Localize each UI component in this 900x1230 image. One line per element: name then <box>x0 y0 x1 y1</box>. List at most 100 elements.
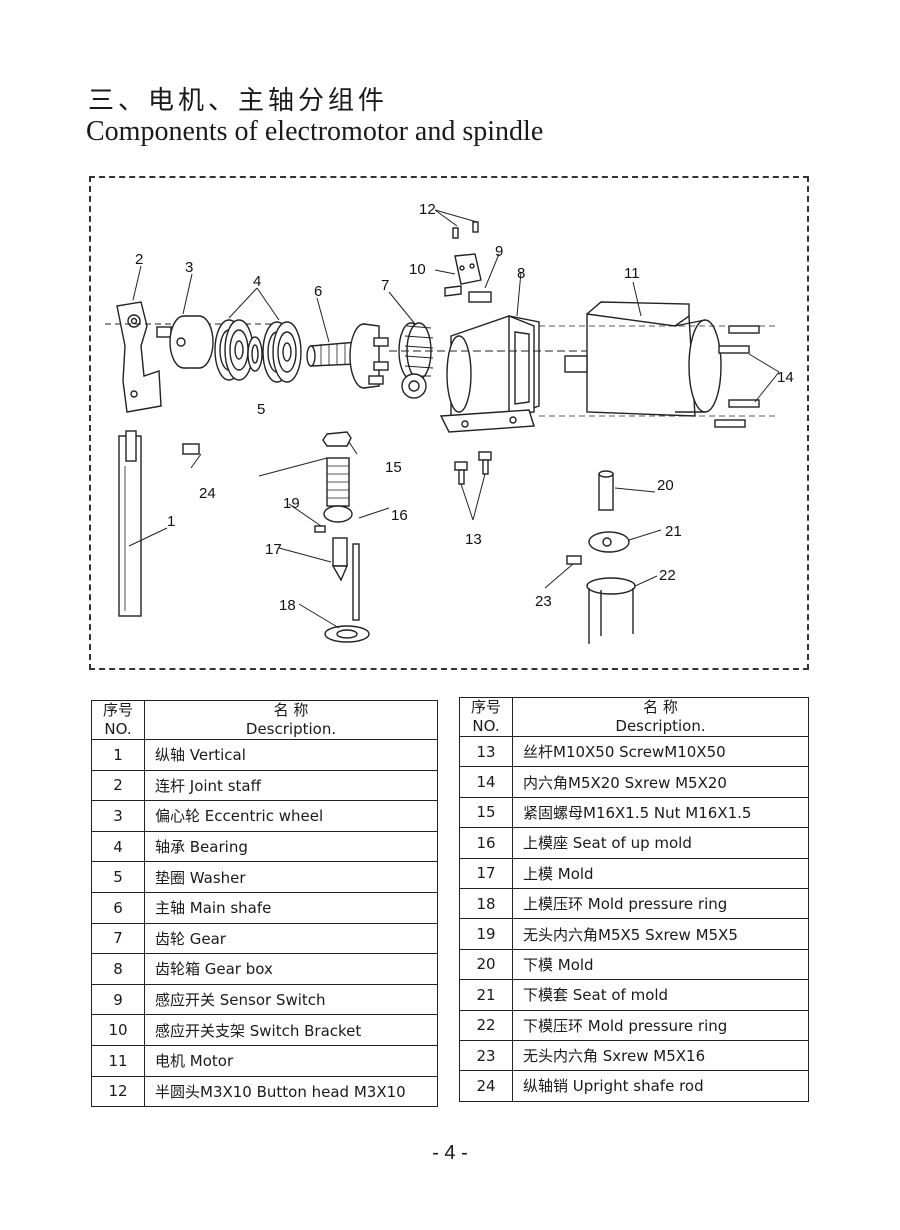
part-number: 20 <box>459 948 513 981</box>
part-description: 紧固螺母M16X1.5 Nut M16X1.5 <box>512 796 809 829</box>
part-number: 7 <box>91 922 145 955</box>
callout-4: 4 <box>253 273 261 290</box>
part-switch-bracket <box>444 253 482 297</box>
header-no-english: NO. <box>472 717 500 735</box>
part-main-shaft <box>306 323 389 389</box>
part-mold-pressure-ring <box>324 625 370 643</box>
callout-14: 14 <box>777 369 794 386</box>
diagram-frame <box>89 176 809 670</box>
callout-10: 10 <box>409 261 426 278</box>
header-description-chinese: 名 称 <box>643 698 678 716</box>
part-number: 19 <box>459 918 513 950</box>
header-no-chinese: 序号 <box>102 701 133 719</box>
part-description: 下模套 Seat of mold <box>512 979 809 1011</box>
header-description: 名 称 Description. <box>144 700 438 740</box>
header-no-english: NO. <box>104 720 132 738</box>
callout-11: 11 <box>624 265 640 282</box>
part-description: 上模 Mold <box>512 857 809 889</box>
part-upper-mold <box>331 537 360 621</box>
part-description: 上模座 Seat of up mold <box>512 827 809 859</box>
callout-15: 15 <box>385 459 402 476</box>
page-number: - 4 - <box>432 1142 468 1164</box>
part-description: 偏心轮 Eccentric wheel <box>144 800 438 832</box>
part-description: 半圆头M3X10 Button head M3X10 <box>144 1075 438 1108</box>
callout-6: 6 <box>314 283 322 300</box>
part-number: 18 <box>459 887 513 920</box>
callout-1: 1 <box>167 513 175 530</box>
part-joint-staff <box>116 301 162 413</box>
part-description: 无头内六角 Sxrew M5X16 <box>512 1039 809 1072</box>
part-number: 10 <box>91 1014 145 1046</box>
callout-13: 13 <box>465 531 482 548</box>
part-description: 纵轴销 Upright shafe rod <box>512 1070 809 1102</box>
part-number: 1 <box>91 739 145 771</box>
part-vertical-shaft <box>118 430 142 617</box>
callout-9: 9 <box>495 243 503 260</box>
part-description: 下模 Mold <box>512 948 809 981</box>
callout-12: 12 <box>419 201 436 218</box>
part-number: 23 <box>459 1039 513 1072</box>
part-description: 齿轮 Gear <box>144 922 438 955</box>
part-description: 连杆 Joint staff <box>144 769 438 802</box>
part-eccentric-wheel <box>156 315 214 369</box>
part-number: 15 <box>459 796 513 829</box>
table-header-row: 序号 NO. 名 称 Description. <box>459 697 809 737</box>
part-description: 下模压环 Mold pressure ring <box>512 1009 809 1041</box>
callout-21: 21 <box>665 523 682 540</box>
part-upright-shaft-rod <box>182 443 200 455</box>
callout-19: 19 <box>283 495 300 512</box>
part-description: 电机 Motor <box>144 1044 438 1077</box>
part-number: 13 <box>459 735 513 768</box>
part-washer <box>247 336 263 372</box>
part-grub-screw-small <box>314 525 326 533</box>
part-description: 主轴 Main shafe <box>144 891 438 924</box>
part-number: 16 <box>459 827 513 859</box>
part-description: 内六角M5X20 Sxrew M5X20 <box>512 766 809 798</box>
part-number: 17 <box>459 857 513 889</box>
part-number: 22 <box>459 1009 513 1041</box>
part-description: 无头内六角M5X5 Sxrew M5X5 <box>512 918 809 950</box>
part-description: 上模压环 Mold pressure ring <box>512 887 809 920</box>
callout-20: 20 <box>657 477 674 494</box>
part-description: 感应开关 Sensor Switch <box>144 983 438 1016</box>
part-number: 11 <box>91 1044 145 1077</box>
part-number: 3 <box>91 800 145 832</box>
part-seat-of-up-mold <box>323 457 353 523</box>
callout-7: 7 <box>381 277 389 294</box>
callout-24: 24 <box>199 485 216 502</box>
part-bearing-right <box>262 321 302 383</box>
callout-3: 3 <box>185 259 193 276</box>
part-description: 轴承 Bearing <box>144 830 438 863</box>
header-description-chinese: 名 称 <box>273 701 309 719</box>
part-number: 4 <box>91 830 145 863</box>
part-number: 6 <box>91 891 145 924</box>
part-number: 14 <box>459 766 513 798</box>
callout-23: 23 <box>535 593 552 610</box>
part-description: 感应开关支架 Switch Bracket <box>144 1014 438 1046</box>
part-number: 21 <box>459 979 513 1011</box>
part-description: 垫圈 Washer <box>144 861 438 893</box>
header-no-chinese: 序号 <box>470 698 501 716</box>
header-description-english: Description. <box>245 720 337 738</box>
part-gearbox-screws <box>454 451 492 485</box>
